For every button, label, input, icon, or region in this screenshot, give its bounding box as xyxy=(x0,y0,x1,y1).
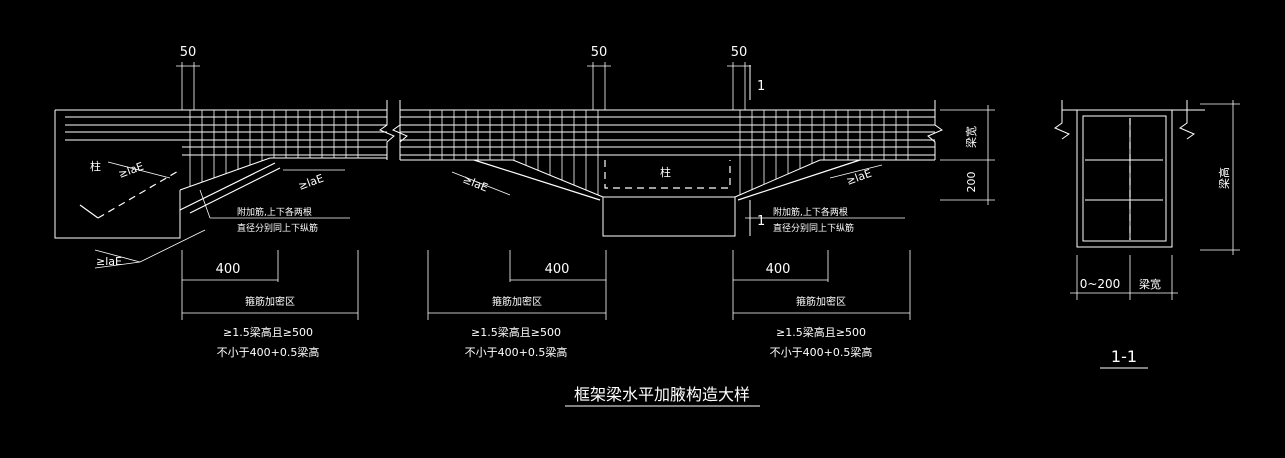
drawing-title: 框架梁水平加腋构造大样 xyxy=(574,385,750,404)
dim-400-center: 400 xyxy=(545,262,570,277)
beam-width-label: 梁宽 xyxy=(964,126,978,148)
stirrup-zone-right: 箍筋加密区 xyxy=(796,295,846,308)
dim-400-left: 400 xyxy=(216,262,241,277)
zone-rule-right-1: ≥1.5梁高且≥500 xyxy=(776,325,866,339)
zone-rule-left-1: ≥1.5梁高且≥500 xyxy=(223,325,313,339)
zone-rule-left-2: 不小于400+0.5梁高 xyxy=(217,345,320,359)
zone-rule-center-1: ≥1.5梁高且≥500 xyxy=(471,325,561,339)
section-beam-width: 梁宽 xyxy=(1139,277,1161,291)
dim-50-left: 50 xyxy=(180,45,197,60)
beam-height-label: 梁高 xyxy=(1217,167,1231,189)
section-mark-bottom: 1 xyxy=(757,214,765,229)
lae-label-bottom: ≥laE xyxy=(96,255,122,268)
rebar-note-left-2: 直径分别同上下纵筋 xyxy=(237,222,318,234)
dim-0-200: 0~200 xyxy=(1080,277,1121,291)
lae-label-left: ≥laE xyxy=(117,160,146,181)
left-haunch-detail xyxy=(54,62,395,320)
center-haunch-detail xyxy=(391,62,995,320)
dim-50-right: 50 xyxy=(731,45,748,60)
column-label-left: 柱 xyxy=(90,159,101,173)
zone-rule-right-2: 不小于400+0.5梁高 xyxy=(770,345,873,359)
rebar-note-right-2: 直径分别同上下纵筋 xyxy=(773,222,854,234)
column-label-center: 柱 xyxy=(660,165,671,179)
rebar-note-left-1: 附加筋,上下各两根 xyxy=(237,206,312,218)
section-mark-top: 1 xyxy=(757,79,765,94)
dim-200: 200 xyxy=(965,172,978,193)
stirrup-zone-center: 箍筋加密区 xyxy=(492,295,542,308)
rebar-note-right-1: 附加筋,上下各两根 xyxy=(773,206,848,218)
lae-label-haunch-left: ≥laE xyxy=(297,172,326,193)
section-1-1 xyxy=(1053,100,1240,369)
section-title: 1-1 xyxy=(1111,347,1137,366)
zone-rule-center-2: 不小于400+0.5梁高 xyxy=(465,345,568,359)
lae-label-center: ≥laE xyxy=(461,173,490,195)
lae-label-right: ≥laE xyxy=(845,167,874,188)
dim-50-center: 50 xyxy=(591,45,608,60)
dim-400-right: 400 xyxy=(766,262,791,277)
stirrup-zone-left: 箍筋加密区 xyxy=(245,295,295,308)
